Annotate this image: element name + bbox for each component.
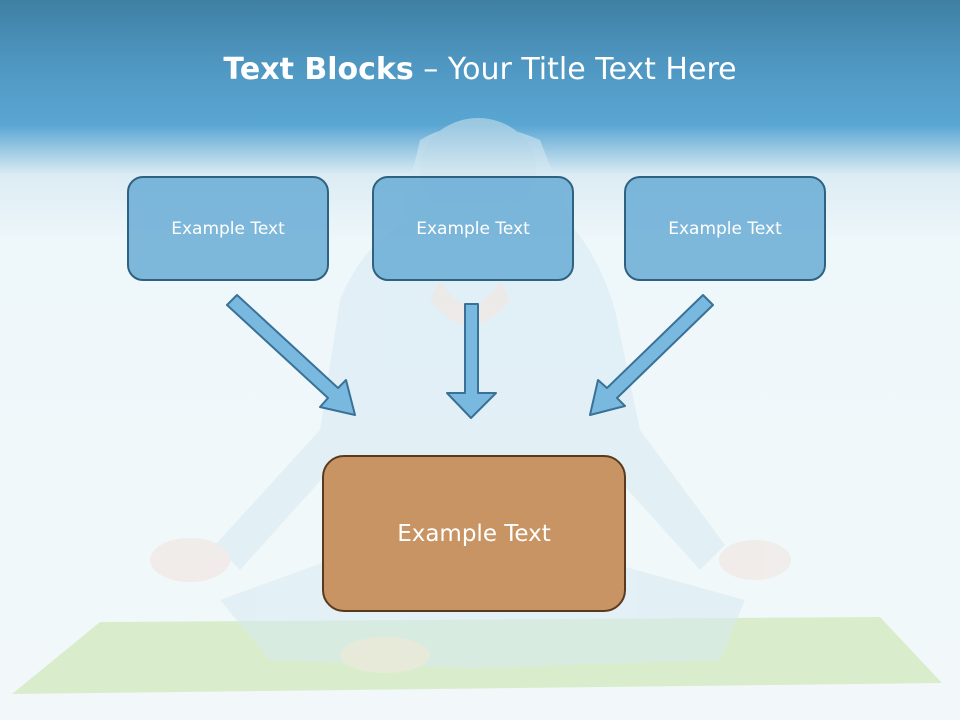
text-block-right-label: Example Text — [668, 218, 782, 239]
title-separator: – — [413, 52, 448, 87]
text-block-center-label: Example Text — [416, 218, 530, 239]
text-block-left[interactable]: Example Text — [127, 176, 329, 281]
arrow-right-icon — [589, 294, 714, 416]
center-text-block[interactable]: Example Text — [322, 455, 626, 612]
center-text-block-label: Example Text — [397, 520, 551, 547]
title-bold: Text Blocks — [223, 52, 414, 87]
slide-title: Text Blocks – Your Title Text Here — [0, 52, 960, 87]
arrow-left-icon — [226, 294, 356, 416]
text-block-right[interactable]: Example Text — [624, 176, 826, 281]
arrow-down-icon — [446, 303, 497, 419]
text-block-left-label: Example Text — [171, 218, 285, 239]
text-block-center[interactable]: Example Text — [372, 176, 574, 281]
title-rest: Your Title Text Here — [447, 52, 737, 87]
